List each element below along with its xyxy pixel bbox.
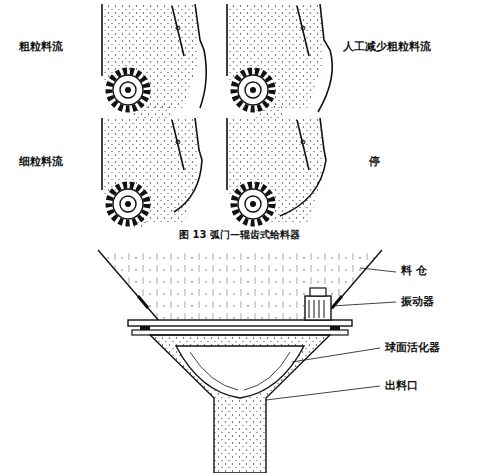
feeder-panel xyxy=(227,118,326,223)
feeder-panel xyxy=(102,118,202,228)
flow-label: 停 xyxy=(368,155,381,168)
part-label: 振动器 xyxy=(400,295,435,308)
feeder-panel xyxy=(102,4,206,120)
bin-activator xyxy=(98,250,396,473)
flow-label: 人工减少粗粒料流 xyxy=(342,40,432,53)
part-label: 料 仓 xyxy=(400,264,428,277)
flow-label: 细粒料流 xyxy=(18,155,64,168)
part-label: 出料口 xyxy=(384,379,419,392)
flow-label: 粗粒料流 xyxy=(18,40,64,53)
figure-caption: 图 13 弧门—辊齿式给料器 xyxy=(178,229,301,241)
part-label: 球面活化器 xyxy=(384,341,441,354)
feeder-panel xyxy=(227,4,332,118)
